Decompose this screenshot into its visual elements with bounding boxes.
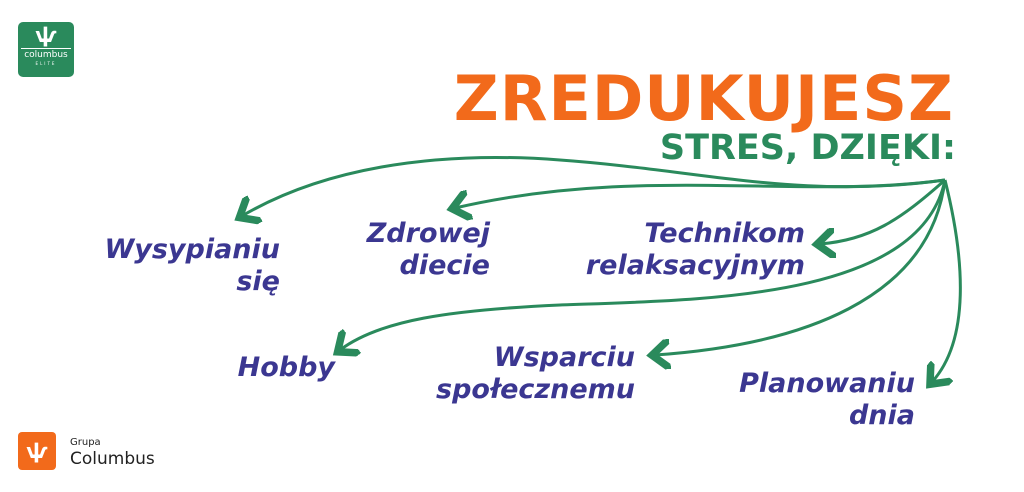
- logo-brand: columbus: [24, 50, 68, 60]
- logo-grupa-text: Grupa: [70, 437, 101, 448]
- arrow-support: [655, 179, 947, 355]
- arrow-relax: [820, 178, 946, 244]
- leaf-icon: ѱ: [35, 23, 57, 47]
- logo-columbus-text: Columbus: [70, 449, 155, 469]
- subheadline: STRES, DZIĘKI:: [659, 128, 956, 168]
- logo-sub: ELITE: [35, 61, 57, 66]
- item-hobby: Hobby: [237, 352, 335, 383]
- columbus-elite-logo: ѱ columbus ELITE: [18, 22, 74, 77]
- arrow-hobby: [340, 179, 947, 350]
- grupa-columbus-logo-icon: ѱ: [18, 432, 56, 470]
- headline: ZREDUKUJESZ: [453, 62, 954, 135]
- arrow-planning: [932, 179, 962, 382]
- arrow-diet: [455, 178, 946, 208]
